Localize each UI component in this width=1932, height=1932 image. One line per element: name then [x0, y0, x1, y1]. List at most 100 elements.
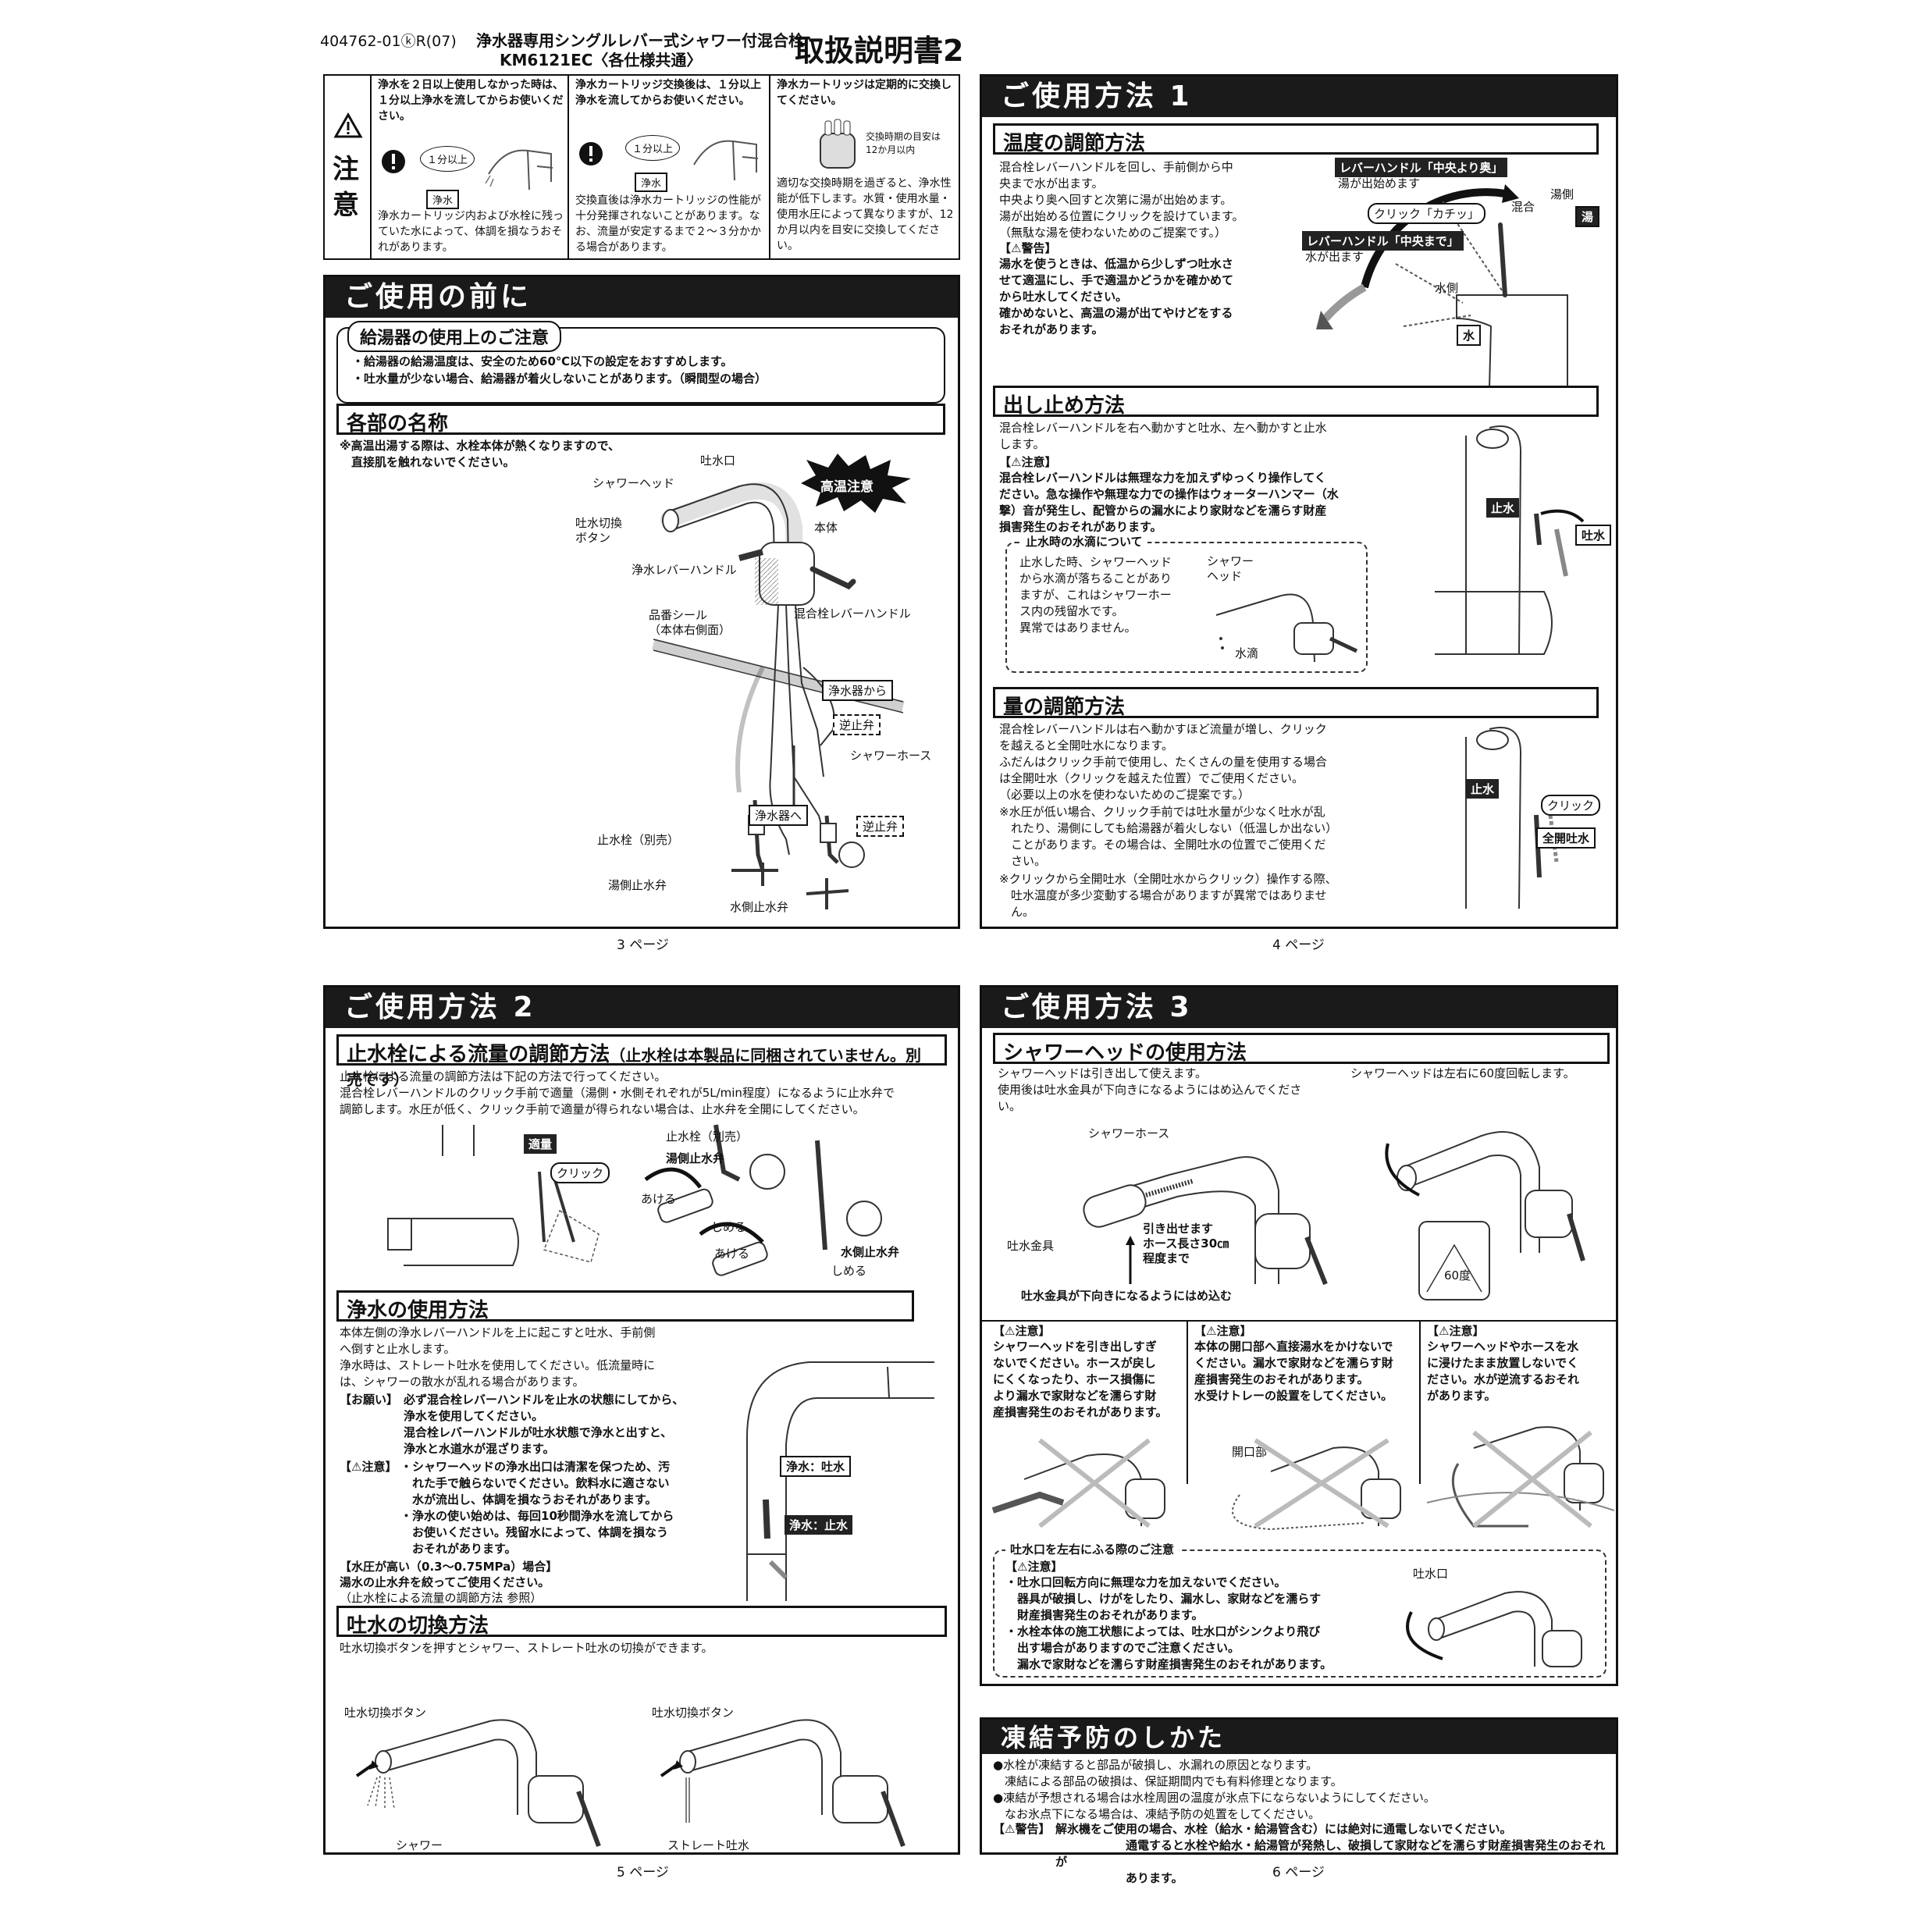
page4-panel: ご使用方法 1 温度の調節方法 混合栓レバーハンドルを回し、手前側から中 央まで…: [980, 74, 1618, 929]
valve-title-note: （止水栓は本製品に同梱されていません。別売です）: [347, 1046, 922, 1089]
shower-text-2: シャワーヘッドは左右に60度回転します。: [1350, 1066, 1575, 1080]
temp-title: 温度の調節方法: [993, 123, 1599, 155]
click-label: クリック「カチッ」: [1368, 203, 1486, 224]
caution-cell-body: 適切な交換時期を過ぎると、浄水性能が低下します。水質・使用水量・使用水圧によって…: [777, 177, 954, 252]
stop-label: 止水: [1486, 498, 1520, 518]
label-switch-button: 吐水切換 ボタン: [575, 516, 623, 545]
page6-number: 6 ページ: [1272, 1865, 1325, 1880]
label-fitting-down: 吐水金具が下向きになるようにはめ込む: [1021, 1289, 1233, 1303]
pure-on-label: 浄水：吐水: [780, 1456, 852, 1477]
label-shower-hose: シャワーホース: [850, 749, 932, 763]
label-seal: 品番シール （本体右側面）: [649, 608, 731, 637]
doc-title: 取扱説明書2: [795, 34, 964, 68]
pure-title: 浄水の使用方法: [336, 1290, 914, 1322]
caution-char-2: 意: [333, 190, 359, 221]
caution-2-text: 本体の開口部へ直接湯水をかけないで ください。漏水で家財などを濡らす財 産損害発…: [1194, 1340, 1393, 1403]
page4-number: 4 ページ: [1272, 938, 1325, 953]
swing-head: 【⚠注意】: [1005, 1560, 1063, 1574]
hot-warning-label: 高温注意: [820, 479, 873, 495]
shower-text-1: シャワーヘッドは引き出して使えます。 使用後は吐水金具が下向きになるようにはめ込…: [998, 1066, 1302, 1113]
volume-lever-illustration: [1465, 727, 1559, 909]
click-label: クリック: [550, 1162, 610, 1183]
drip-title: 止水時の水滴について: [1021, 534, 1147, 550]
exclamation-icon: [579, 142, 603, 165]
caution-cell-3: 浄水カートリッジは定期的に交換してください。 交換時期の目安は 12か月以内 適…: [769, 76, 960, 258]
page6-title: ご使用方法 3: [982, 987, 1616, 1028]
swing-illustration: [1406, 1591, 1582, 1667]
page4-title: ご使用方法 1: [982, 76, 1616, 117]
volume-text: 混合栓レバーハンドルは右へ動かすほど流量が増し、クリック を越えると全開吐水にな…: [999, 722, 1328, 802]
spout-label: 吐水: [1575, 525, 1612, 546]
heater-title: 給湯器の使用上のご注意: [347, 321, 562, 352]
freeze-text: ●水栓が凍結すると部品が破損し、水漏れの原因となります。 凍結による部品の破損は…: [993, 1758, 1436, 1821]
product-model: KM6121EC〈各仕様共通〉: [500, 51, 703, 69]
stop-valve-illustration: [644, 1124, 882, 1276]
caution-cell-1: 浄水を２日以上使用しなかった時は、１分以上浄水を流してからお使いください。 １分…: [370, 76, 568, 258]
heater-line-2: ・吐水量が少ない場合、給湯器が着火しないことがあります。（瞬間型の場合）: [352, 372, 767, 386]
label-cold: 水: [1457, 325, 1482, 346]
label-hose: シャワーホース: [1088, 1126, 1170, 1140]
label-shower-head: シャワーヘッド: [592, 476, 675, 490]
label-hot-side: 湯側: [1550, 187, 1574, 201]
flow-caution: 混合栓レバーハンドルは無理な力を加えずゆっくり操作してく ださい。急な操作や無理…: [999, 471, 1339, 534]
label-to-purifier: 浄水器へ: [749, 805, 809, 826]
volume-note-2: ※クリックから全開吐水（全開吐水からクリック）操作する際、 吐水温度が多少変動す…: [999, 872, 1337, 919]
label-60deg: 60度: [1444, 1268, 1471, 1283]
lever-center-label: レバーハンドル「中央まで」: [1302, 231, 1464, 251]
pressure-ref: （止水栓による流量の調節方法 参照）: [340, 1591, 543, 1605]
temp-warning: 湯水を使うときは、低温から少しずつ吐水さ せて適温にし、手で適温かどうかを確かめ…: [999, 257, 1234, 336]
pressure-text: 湯水の止水弁を絞ってご使用ください。: [340, 1575, 550, 1589]
drip-text: 止水した時、シャワーヘッド から水滴が落ちることがあり ますが、これはシャワーホ…: [1019, 555, 1172, 635]
valve-lever-illustration: [387, 1125, 600, 1266]
label-mix-lever: 混合栓レバーハンドル: [794, 607, 911, 621]
caution-3-illustration: [1426, 1426, 1615, 1528]
label-stop-valve: 止水栓（別売）: [597, 833, 680, 847]
pure-water-badge: 浄水: [426, 190, 460, 209]
temperature-lever-illustration: [1316, 184, 1568, 390]
volume-click-label: クリック: [1541, 795, 1601, 816]
temp-text: 混合栓レバーハンドルを回し、手前側から中 央まで水が出ます。 中央より奥へ回すと…: [999, 160, 1244, 240]
pressure-head: 【水圧が高い（0.3〜0.75MPa）場合】: [340, 1560, 558, 1574]
freeze-title: 凍結予防のしかた: [982, 1720, 1616, 1754]
label-cold-side: 水側: [1435, 281, 1459, 295]
page3-panel: ご使用の前に 給湯器の使用上のご注意 ・給湯器の給湯温度は、安全のため60℃以下…: [323, 275, 960, 929]
shower-pullout-illustration: [1083, 1156, 1328, 1286]
shower-label: シャワー: [396, 1838, 443, 1852]
freeze-warning-head: 【⚠警告】: [993, 1822, 1051, 1836]
lever-onoff-illustration: [1435, 425, 1585, 655]
straight-mode-illustration: [660, 1719, 906, 1848]
volume-stop-label: 止水: [1466, 779, 1500, 799]
drip-shower-label: シャワー ヘッド: [1207, 554, 1254, 583]
one-minute-badge: １分以上: [420, 146, 475, 172]
swing-box: [993, 1550, 1606, 1678]
caution-2-head: 【⚠注意】: [1194, 1324, 1252, 1338]
label-spout: 吐水口: [1413, 1567, 1449, 1581]
page5-number: 5 ページ: [617, 1865, 669, 1880]
lever-center-desc: 水が出ます: [1305, 250, 1364, 264]
faucet-illustration: [485, 149, 553, 190]
faucet-parts-illustration: [652, 482, 905, 909]
shower-title: シャワーヘッドの使用方法: [993, 1033, 1610, 1065]
swing-text: ・吐水口回転方向に無理な力を加えないでください。 器具が破損し、けがをしたり、漏…: [1005, 1575, 1332, 1671]
temp-warning-head: 【⚠警告】: [999, 241, 1057, 255]
label-hot-valve: 湯側止水弁: [608, 878, 667, 892]
page3-title: ご使用の前に: [326, 277, 958, 318]
flow-caution-head: 【⚠注意】: [999, 455, 1057, 469]
volume-full-label: 全開吐水: [1536, 827, 1596, 849]
caution-cell-head: 浄水カートリッジは定期的に交換してください。: [777, 79, 952, 107]
label-close-2: しめる: [831, 1264, 867, 1278]
warning-triangle-icon: [333, 112, 363, 138]
pure-off-label: 浄水：止水: [785, 1515, 853, 1535]
valve-title: 止水栓による流量の調節方法（止水栓は本製品に同梱されていません。別売です）: [336, 1034, 947, 1089]
caution-cell-body: 浄水カートリッジ内および水栓に残っていた水によって、体調を損なうおそれがあります…: [378, 210, 564, 254]
parts-note: ※高温出湯する際は、水栓本体が熱くなりますので、 直接肌を触れないでください。: [340, 439, 620, 469]
swing-title: 吐水口を左右にふる際のご注意: [1005, 1542, 1179, 1558]
label-hot-valve: 湯側止水弁: [666, 1151, 725, 1165]
caution-cell-2: 浄水カートリッジ交換後は、１分以上浄水を流してからお使いください。 １分以上 浄…: [568, 76, 769, 258]
freeze-panel: 凍結予防のしかた ●水栓が凍結すると部品が破損し、水漏れの原因となります。 凍結…: [980, 1717, 1618, 1885]
label-body: 本体: [814, 521, 838, 535]
label-open-1: あける: [641, 1192, 677, 1206]
caution-char-1: 注: [333, 154, 359, 185]
label-check-valve-1: 逆止弁: [833, 714, 881, 735]
product-name: 浄水器専用シングルレバー式シャワー付混合栓: [476, 31, 804, 50]
